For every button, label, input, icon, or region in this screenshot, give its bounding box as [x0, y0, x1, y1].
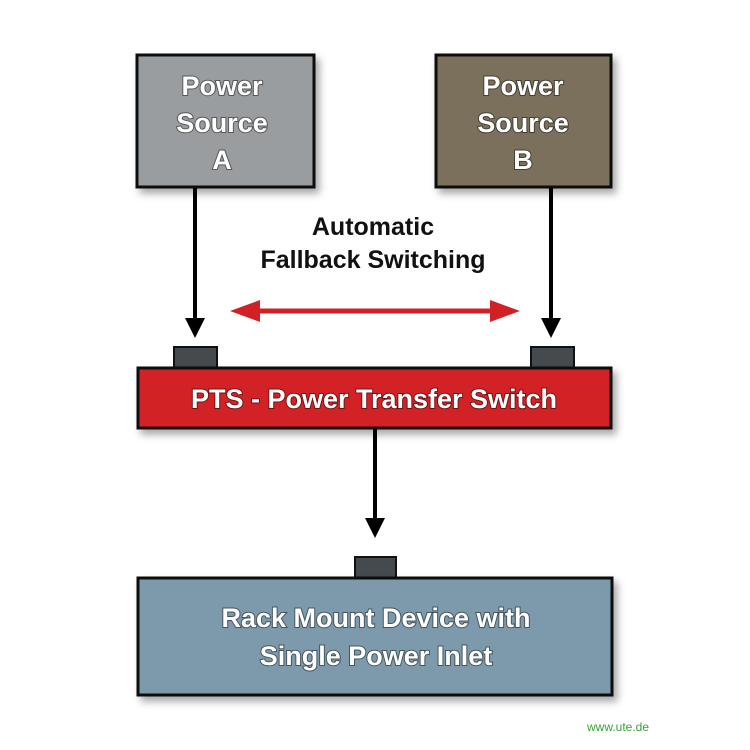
- power-source-a-line-1: Power: [181, 71, 263, 101]
- power-source-a-line-2: Source: [176, 108, 268, 138]
- fallback-label-line-1: Automatic: [312, 213, 434, 241]
- power-source-b-box: Power Source B: [434, 53, 613, 189]
- pts-input-connector-b: [530, 346, 575, 370]
- power-source-b-line-2: Source: [477, 108, 569, 138]
- pts-label: PTS - Power Transfer Switch: [191, 384, 557, 414]
- power-source-a-box: Power Source A: [135, 53, 316, 189]
- device-label-line-2: Single Power Inlet: [260, 641, 493, 671]
- pts-input-connector-a: [173, 346, 218, 370]
- source-a-arrow: [185, 188, 205, 338]
- rack-device-box: Rack Mount Device with Single Power Inle…: [136, 576, 614, 697]
- fallback-double-arrow: [230, 300, 520, 322]
- pts-to-device-arrow: [365, 429, 385, 538]
- power-source-b-line-1: Power: [482, 71, 564, 101]
- fallback-label-line-2: Fallback Switching: [260, 246, 485, 274]
- source-b-arrow: [541, 188, 561, 338]
- credit-text: www.ute.de: [586, 720, 649, 734]
- pts-box: PTS - Power Transfer Switch: [136, 366, 613, 430]
- power-source-a-line-3: A: [212, 145, 232, 175]
- device-input-connector: [354, 556, 397, 580]
- device-label-line-1: Rack Mount Device with: [221, 603, 530, 633]
- power-source-b-line-3: B: [513, 145, 533, 175]
